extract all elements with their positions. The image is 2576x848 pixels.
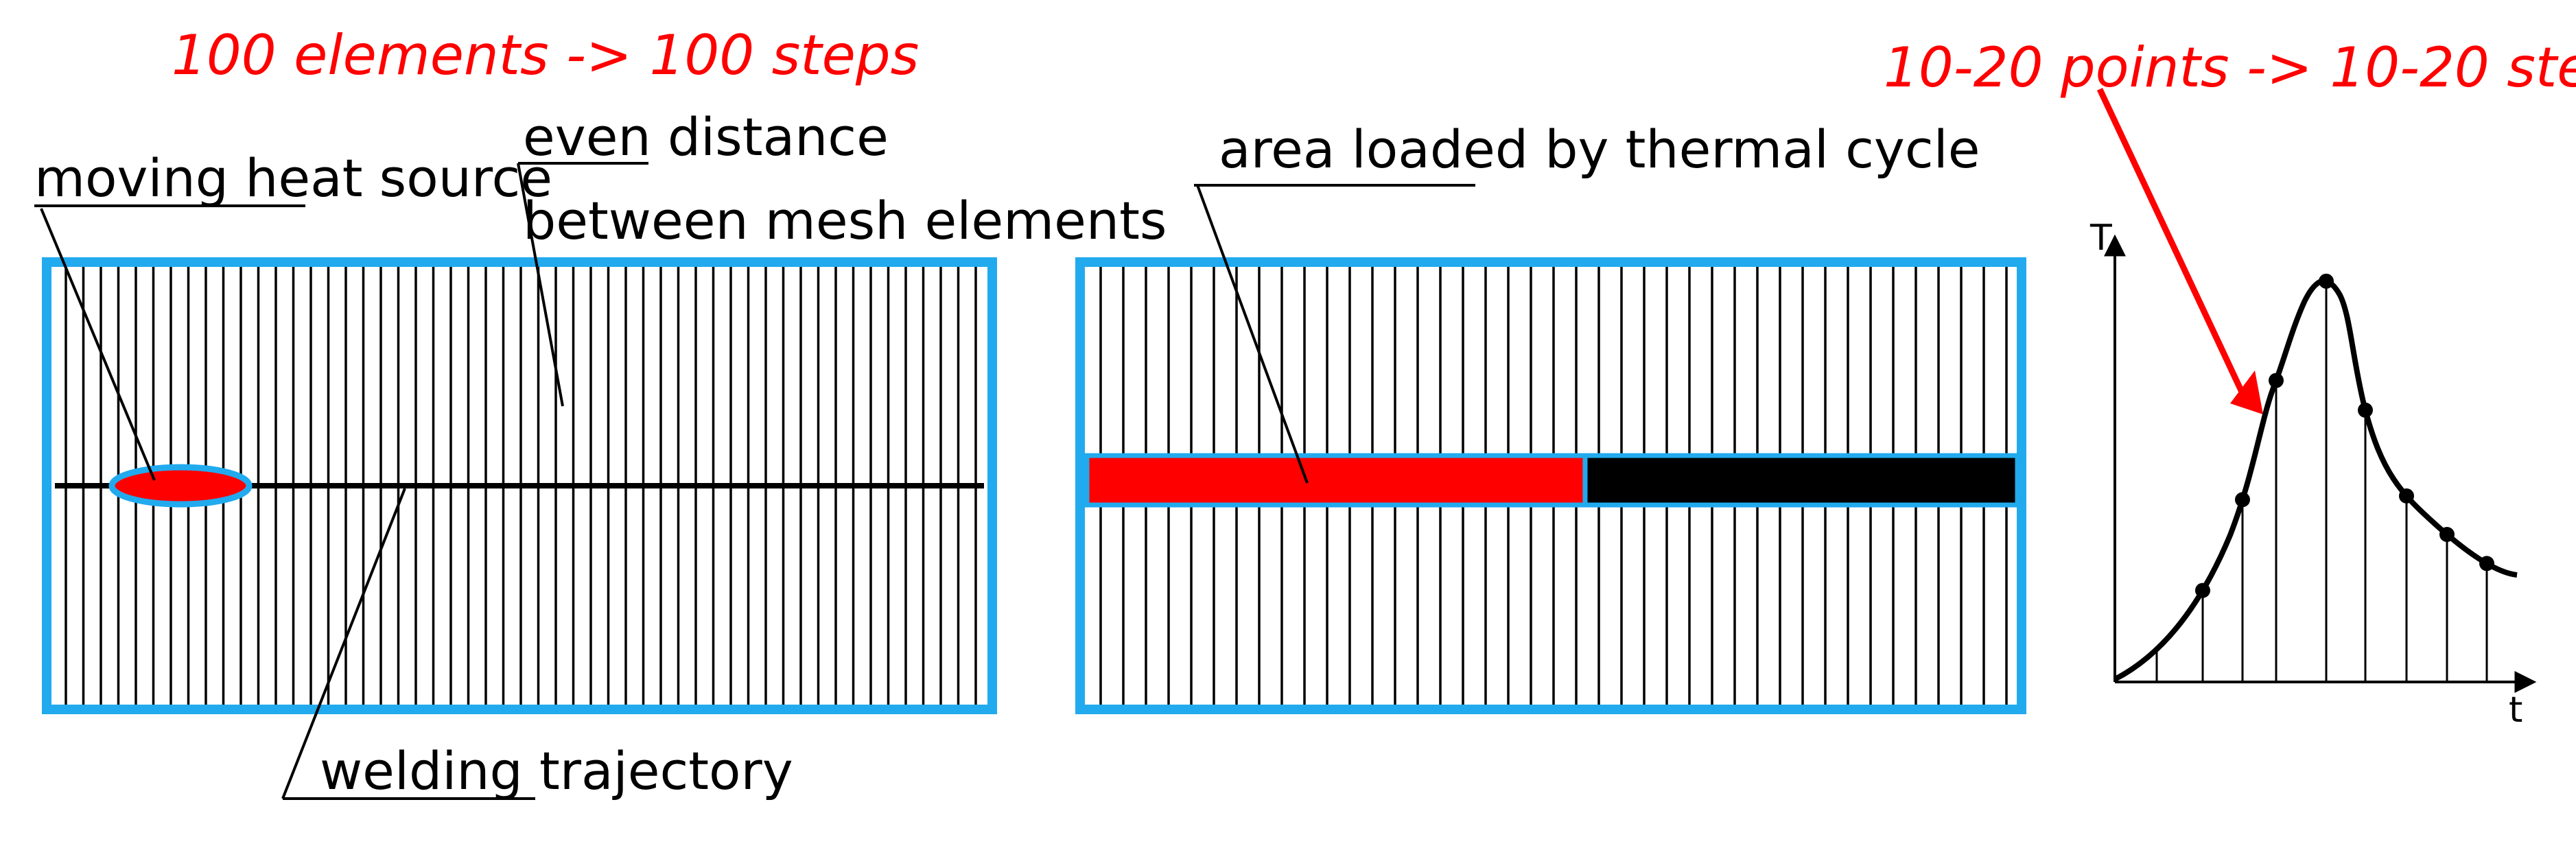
thermal-cycle-curve bbox=[2114, 278, 2518, 682]
curve-point bbox=[2319, 273, 2334, 289]
area-label: area loaded by thermal cycle bbox=[1219, 119, 1980, 180]
curve-point bbox=[2439, 527, 2455, 543]
distance-label-line1: even distance bbox=[523, 106, 889, 167]
curve-point bbox=[2479, 556, 2494, 572]
middle-mesh-panel: area loaded by thermal cycle bbox=[1075, 119, 2026, 714]
curve-point bbox=[2235, 492, 2250, 508]
curve-point bbox=[2195, 582, 2210, 598]
trajectory-label: welding trajectory bbox=[320, 740, 793, 801]
loaded-area-red bbox=[1084, 453, 1588, 508]
x-axis-label: t bbox=[2509, 690, 2522, 731]
left-mesh-panel: 100 elements -> 100 steps moving heat so… bbox=[34, 23, 1167, 801]
distance-leader bbox=[517, 163, 564, 407]
curve-point bbox=[2358, 402, 2373, 418]
distance-label-line2: between mesh elements bbox=[523, 190, 1167, 251]
area-leader bbox=[1196, 185, 1309, 484]
heat-source-ellipse bbox=[108, 464, 253, 508]
red-arrow-shaft bbox=[2096, 88, 2249, 401]
curve-point bbox=[2399, 488, 2414, 504]
left-heading: 100 elements -> 100 steps bbox=[172, 23, 919, 87]
unloaded-area-dark bbox=[1582, 453, 2020, 508]
right-heading: 10-20 points -> 10-20 steps bbox=[1884, 36, 2576, 99]
curve-sample-points bbox=[2195, 273, 2494, 598]
curve-sample-lines bbox=[2155, 281, 2488, 682]
y-axis-label: T bbox=[2089, 217, 2112, 259]
curve-point bbox=[2269, 373, 2284, 388]
middle-frame bbox=[1075, 257, 2026, 714]
trajectory-leader bbox=[281, 488, 406, 799]
left-frame bbox=[42, 257, 997, 714]
red-arrow-icon bbox=[2230, 370, 2263, 414]
thermal-cycle-panel: 10-20 points -> 10-20 steps T t bbox=[1884, 36, 2576, 731]
heat-source-leader bbox=[40, 208, 156, 481]
heat-source-label: moving heat source bbox=[34, 148, 552, 209]
